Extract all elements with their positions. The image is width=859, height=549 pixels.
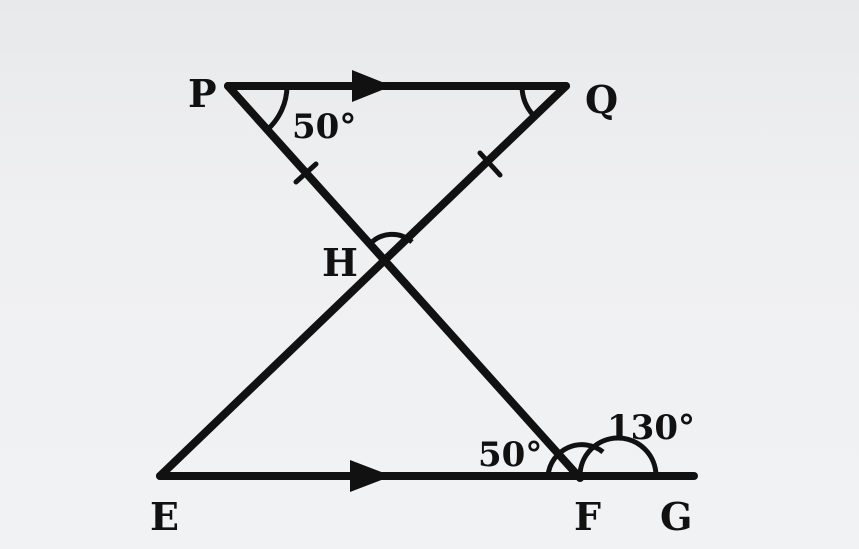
label-Q: Q [585, 77, 618, 122]
angle-arc-H [368, 231, 414, 246]
segment-PF [224, 82, 584, 482]
segment-QE [156, 82, 570, 480]
equal-tick-PH [293, 161, 319, 185]
angle-label-P: 50° [292, 107, 356, 147]
angle-label-F: 50° [478, 435, 542, 475]
label-F: F [574, 494, 601, 539]
label-H: H [322, 240, 358, 285]
label-E: E [150, 494, 179, 539]
angle-arc-F-exterior [577, 435, 659, 477]
angle-arc-P [265, 85, 290, 132]
label-P: P [188, 71, 217, 116]
angle-label-F-exterior: 130° [607, 408, 695, 448]
label-G: G [660, 494, 692, 539]
equal-tick-QH [477, 150, 503, 178]
parallel-arrow-EG [350, 460, 392, 492]
angle-arc-Q [519, 85, 536, 118]
parallel-arrow-PQ [352, 70, 392, 102]
